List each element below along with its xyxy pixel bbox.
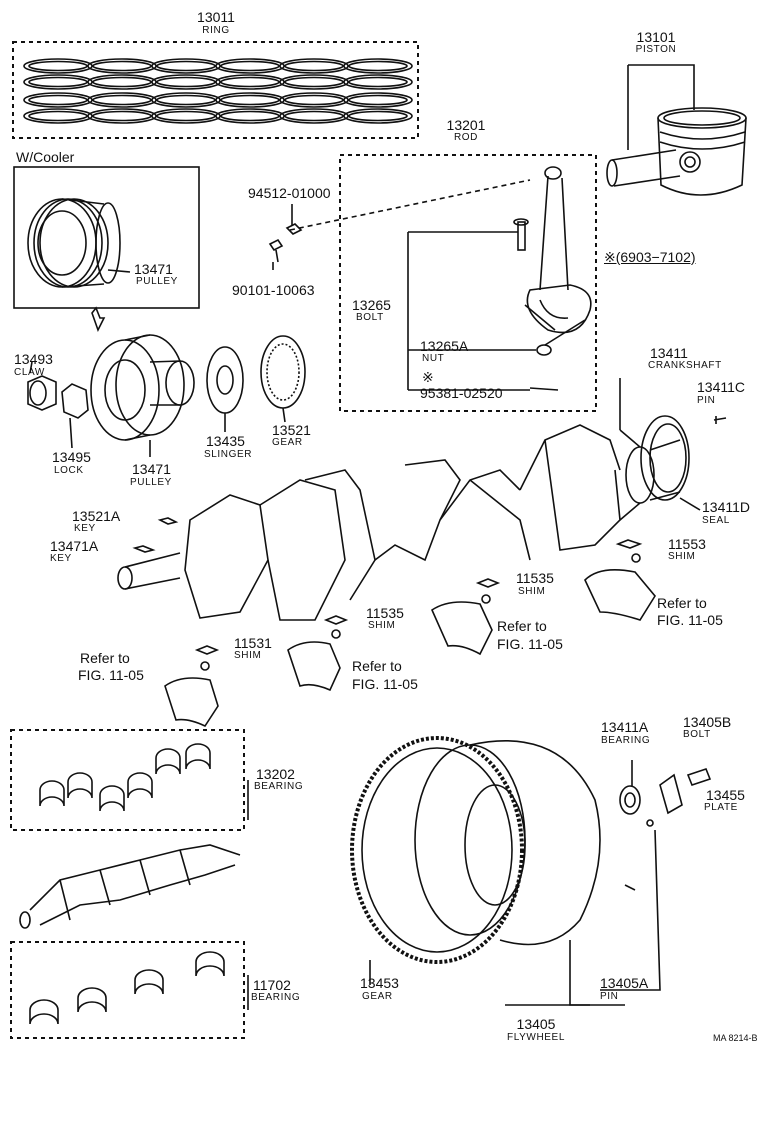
seal-number: 13411D (702, 499, 751, 515)
seal-and-pin-illustration (640, 415, 727, 511)
rod-bolt-number: 13265 (352, 297, 391, 313)
refer-note-1-line2: FIG. 11-05 (657, 612, 723, 628)
crank-gear-number: 13521 (272, 422, 311, 438)
pin-95381-number: 95381-02520 (420, 385, 503, 401)
key-13521a-name: KEY (74, 523, 96, 534)
piston-rings-illustration (12, 41, 419, 139)
rod-part-name: ROD (453, 132, 479, 143)
flywheel-bolt-number: 13405B (683, 714, 732, 730)
shim-11535b-name: SHIM (368, 620, 396, 631)
shim-11553-name: SHIM (668, 551, 696, 562)
crankshaft-name: CRANKSHAFT (648, 360, 722, 371)
refer-note-2-line1: Refer to (497, 618, 547, 634)
crank-pin-number: 13411C (697, 379, 746, 395)
refer-note-3-line1: Refer to (352, 658, 402, 674)
key-13521a-number: 13521A (72, 508, 121, 524)
figure-code: MA 8214-B (713, 1033, 758, 1043)
rod-bolt-name: BOLT (356, 312, 384, 323)
piston-part-number: 13101 (636, 29, 676, 45)
refer-note-4-line2: FIG. 11-05 (78, 667, 144, 683)
keys-shims-caps-illustration (132, 517, 656, 728)
ring-part-number: 13011 (197, 9, 235, 25)
refer-note-2-line2: FIG. 11-05 (497, 636, 563, 652)
crank-gear-name: GEAR (272, 437, 303, 448)
seal-name: SEAL (702, 515, 730, 526)
plate-number: 13455 (706, 787, 745, 803)
claw-name: CLAW (14, 367, 45, 378)
shim-11531-number: 11531 (234, 635, 272, 651)
refer-note-3-line2: FIG. 11-05 (352, 676, 418, 692)
flywheel-number: 13405 (516, 1016, 556, 1032)
flywheel-pin-name: PIN (600, 991, 619, 1002)
cooler-pulley-name: PULLEY (136, 276, 178, 287)
shim-11553-number: 11553 (668, 536, 706, 552)
connecting-rod-illustration (289, 154, 597, 412)
flywheel-pin-number: 13405A (600, 975, 649, 991)
cooler-pulley-number: 13471 (134, 261, 173, 277)
front-pulley-illustration (27, 334, 306, 457)
crankshaft-illustration (117, 378, 681, 621)
piston-part-name: PISTON (635, 44, 677, 55)
ring-gear-number: 13453 (360, 975, 399, 991)
slinger-name: SLINGER (204, 449, 253, 460)
lock-number: 13495 (52, 449, 91, 465)
cooler-pulley-illustration (13, 166, 200, 333)
shim-11535b-number: 11535 (366, 605, 404, 621)
flywheel-bearing-number: 13411A (601, 719, 649, 735)
refer-note-4-line1: Refer to (80, 650, 130, 666)
flywheel-bolt-name: BOLT (683, 729, 711, 740)
bolt-illustrations (268, 204, 303, 270)
rod-bearings-illustration (10, 729, 249, 831)
flywheel-name: FLYWHEEL (507, 1032, 565, 1043)
cooler-note: W/Cooler (16, 149, 75, 165)
piston-illustration (606, 64, 747, 196)
shim-11531-name: SHIM (234, 650, 262, 661)
rod-nut-number: 13265A (420, 338, 469, 354)
pulley-number: 13471 (132, 461, 171, 477)
crankshaft-number: 13411 (650, 345, 688, 361)
flywheel-hardware-illustration (600, 760, 712, 991)
small-crankshaft-illustration (19, 844, 241, 929)
bolt-90101-number: 90101-10063 (232, 282, 315, 298)
rod-bearing-name: BEARING (254, 781, 304, 792)
flywheel-illustration (350, 736, 625, 1006)
rod-bearing-number: 13202 (256, 766, 295, 782)
rod-part-number: 13201 (446, 117, 486, 133)
shim-11535a-name: SHIM (518, 586, 546, 597)
bolt-94512-number: 94512-01000 (248, 185, 331, 201)
refer-note-1-line1: Refer to (657, 595, 707, 611)
pin-95381-mark: ※ (422, 369, 434, 385)
flywheel-bearing-name: BEARING (601, 735, 651, 746)
lock-name: LOCK (54, 465, 84, 476)
shim-11535a-number: 11535 (516, 570, 554, 586)
main-bearings-illustration (10, 941, 249, 1039)
period-note: ※(6903−7102) (604, 249, 696, 265)
crank-pin-name: PIN (697, 395, 716, 406)
key-13471a-name: KEY (50, 553, 72, 564)
slinger-number: 13435 (206, 433, 245, 449)
key-13471a-number: 13471A (50, 538, 99, 554)
ring-gear-name: GEAR (362, 991, 393, 1002)
plate-name: PLATE (704, 802, 738, 813)
main-bearing-number: 11702 (253, 977, 291, 993)
pulley-name: PULLEY (130, 477, 172, 488)
rod-nut-name: NUT (422, 353, 445, 364)
ring-part-name: RING (202, 25, 230, 36)
main-bearing-name: BEARING (251, 992, 301, 1003)
claw-number: 13493 (14, 351, 53, 367)
